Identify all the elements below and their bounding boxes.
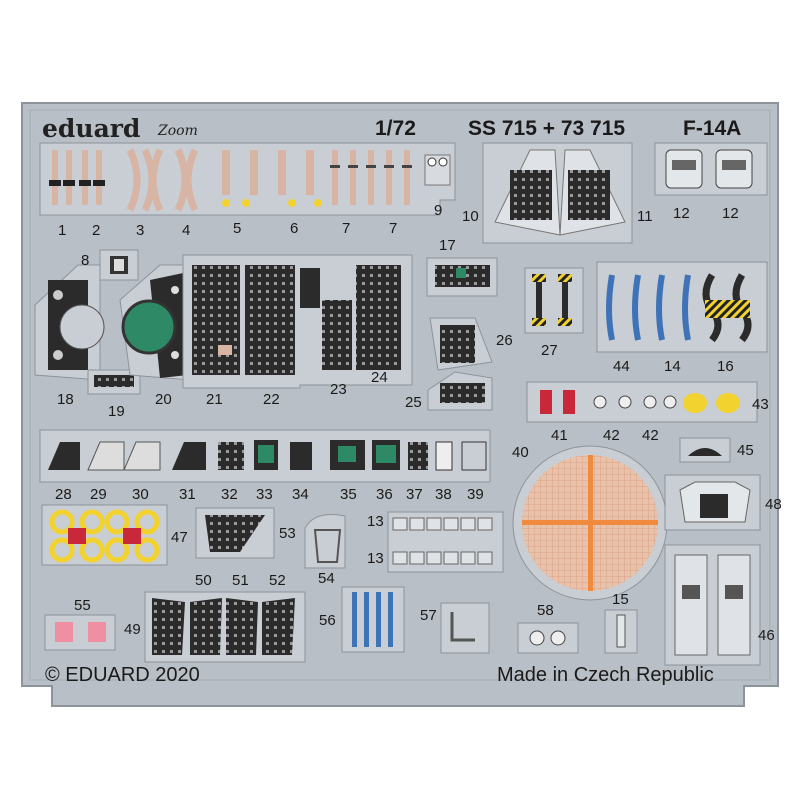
part-label: 20 xyxy=(155,391,172,408)
part-label: 38 xyxy=(435,486,452,503)
part-label: 28 xyxy=(55,486,72,503)
part-belts-14-16-44 xyxy=(596,261,768,353)
part-label: 46 xyxy=(758,627,775,644)
part-58 xyxy=(517,622,579,654)
part-40-hud-screen xyxy=(512,445,668,601)
part-label: 21 xyxy=(206,391,223,408)
part-label: 49 xyxy=(124,621,141,638)
part-label: 23 xyxy=(330,381,347,398)
part-main-panel-21-24 xyxy=(182,254,413,389)
part-label: 8 xyxy=(81,252,90,269)
part-46 xyxy=(664,544,761,666)
part-label: 7 xyxy=(389,220,398,237)
part-label: 51 xyxy=(232,572,249,589)
part-label: 47 xyxy=(171,529,188,546)
part-label: 3 xyxy=(136,222,145,239)
part-label: 42 xyxy=(642,427,659,444)
part-label: 57 xyxy=(420,607,437,624)
part-label: 29 xyxy=(90,486,107,503)
part-label: 56 xyxy=(319,612,336,629)
part-label: 14 xyxy=(664,358,681,375)
part-label: 18 xyxy=(57,391,74,408)
part-label: 26 xyxy=(496,332,513,349)
part-label: 7 xyxy=(342,220,351,237)
part-label: 41 xyxy=(551,427,568,444)
part-41-43 xyxy=(526,381,758,423)
set-code: SS 715 + 73 715 xyxy=(468,117,626,140)
part-57 xyxy=(440,602,490,654)
part-48 xyxy=(664,474,761,531)
part-49-52 xyxy=(144,591,306,663)
part-label: 50 xyxy=(195,572,212,589)
part-label: 34 xyxy=(292,486,309,503)
part-label: 11 xyxy=(637,208,653,225)
belt-strap xyxy=(49,150,105,205)
scale: 1/72 xyxy=(375,117,416,140)
part-label: 33 xyxy=(256,486,273,503)
part-label: 10 xyxy=(462,208,479,225)
part-label: 25 xyxy=(405,394,422,411)
part-12 xyxy=(654,142,768,196)
part-28-39 xyxy=(39,429,491,483)
part-label: 44 xyxy=(613,358,630,375)
part-47 xyxy=(41,504,168,566)
part-18 xyxy=(34,264,105,381)
part-label: 43 xyxy=(752,396,769,413)
copyright: © EDUARD 2020 xyxy=(45,664,200,686)
part-label: 35 xyxy=(340,486,357,503)
brand-logo: eduard xyxy=(42,114,141,143)
model-name: F-14A xyxy=(683,117,742,140)
part-label: 2 xyxy=(92,222,101,239)
part-label: 37 xyxy=(406,486,423,503)
part-label: 24 xyxy=(371,369,388,386)
part-label: 16 xyxy=(717,358,734,375)
part-label: 45 xyxy=(737,442,754,459)
part-label: 17 xyxy=(439,237,456,254)
part-label: 9 xyxy=(434,202,443,219)
part-13 xyxy=(387,511,504,573)
part-label: 30 xyxy=(132,486,149,503)
part-label: 40 xyxy=(512,444,529,461)
part-label: 31 xyxy=(179,486,196,503)
part-label: 12 xyxy=(673,205,690,222)
part-label: 6 xyxy=(290,220,299,237)
part-56 xyxy=(341,586,405,653)
part-label: 13 xyxy=(367,513,384,530)
part-label: 1 xyxy=(58,222,67,239)
brand-script: Zoom xyxy=(158,123,198,139)
part-label: 55 xyxy=(74,597,91,614)
part-side-consoles-10-11 xyxy=(482,142,633,244)
part-label: 22 xyxy=(263,391,280,408)
origin: Made in Czech Republic xyxy=(497,664,714,686)
part-25-26 xyxy=(427,317,493,411)
part-label: 4 xyxy=(182,222,191,239)
part-label: 5 xyxy=(233,220,242,237)
part-27 xyxy=(524,267,584,334)
part-label: 12 xyxy=(722,205,739,222)
part-label: 54 xyxy=(318,570,335,587)
part-20 xyxy=(119,264,191,381)
part-label: 32 xyxy=(221,486,238,503)
part-label: 52 xyxy=(269,572,286,589)
part-label: 58 xyxy=(537,602,554,619)
part-belts-1-9 xyxy=(39,142,456,216)
part-label: 36 xyxy=(376,486,393,503)
part-label: 53 xyxy=(279,525,296,542)
part-label: 42 xyxy=(603,427,620,444)
part-54 xyxy=(304,514,346,569)
part-label: 27 xyxy=(541,342,558,359)
part-label: 48 xyxy=(765,496,782,513)
part-53 xyxy=(195,507,275,559)
part-label: 39 xyxy=(467,486,484,503)
part-label: 15 xyxy=(612,591,629,608)
part-label: 13 xyxy=(367,550,384,567)
part-label: 19 xyxy=(108,403,125,420)
